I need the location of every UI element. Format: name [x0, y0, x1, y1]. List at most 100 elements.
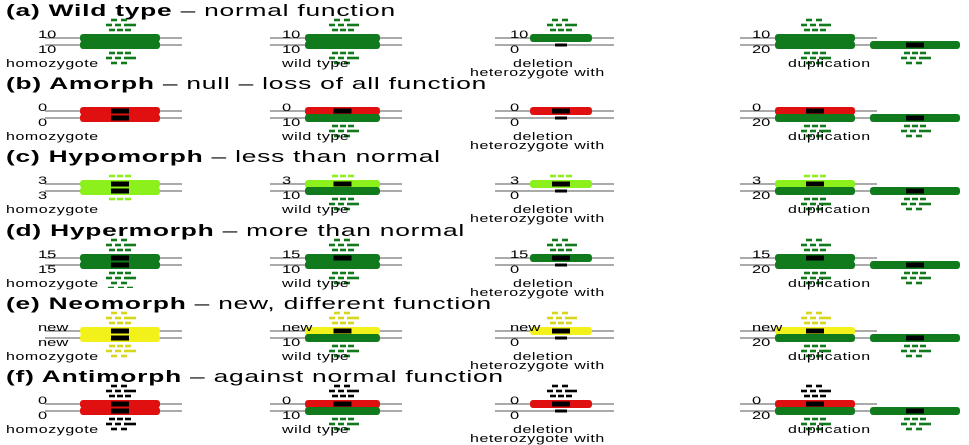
- activity-value-top: new: [752, 321, 783, 334]
- protein-product-mark: [820, 321, 826, 325]
- protein-product-mark: [816, 281, 822, 284]
- protein-product-mark: [111, 427, 117, 431]
- protein-product-mark: [906, 134, 912, 138]
- row-title: (d) Hypermorph – more than normal: [6, 221, 465, 241]
- activity-value-top: 10: [752, 29, 771, 41]
- homozygote-genotype: [45, 238, 182, 288]
- protein-product-mark: [801, 56, 807, 60]
- column-label: homozygote: [6, 131, 99, 144]
- gene-bar: [775, 407, 855, 415]
- activity-value-bottom: 20: [752, 117, 771, 130]
- gene-center-mark: [906, 335, 924, 341]
- protein-product-mark: [901, 203, 907, 206]
- protein-product-mark: [338, 23, 344, 27]
- protein-product-mark: [816, 311, 822, 315]
- activity-value-top: 3: [282, 175, 292, 188]
- protein-product-mark: [338, 203, 344, 206]
- protein-product-mark: [550, 394, 556, 398]
- protein-product-mark: [111, 354, 117, 358]
- wild-type-heterozygote: [270, 18, 402, 65]
- column-label: homozygote: [6, 424, 99, 436]
- protein-product-mark: [353, 129, 359, 133]
- protein-product-mark: [804, 175, 810, 178]
- protein-product-mark: [332, 51, 338, 55]
- protein-product-mark: [329, 349, 335, 353]
- protein-product-mark: [820, 248, 826, 251]
- protein-product-mark: [109, 344, 115, 348]
- protein-product-mark: [117, 198, 123, 201]
- protein-product-mark: [820, 394, 826, 398]
- allele-class-description: – more than normal: [214, 220, 466, 240]
- protein-product-mark: [912, 124, 918, 128]
- protein-product-mark: [115, 23, 121, 27]
- protein-product-mark: [812, 28, 818, 32]
- protein-product-mark: [329, 23, 335, 27]
- protein-product-mark: [816, 208, 822, 211]
- protein-product-mark: [552, 384, 558, 388]
- protein-product-mark: [338, 389, 344, 393]
- activity-value-bottom: 10: [282, 190, 301, 203]
- wild-type-heterozygote: [270, 311, 402, 358]
- protein-product-mark: [920, 198, 926, 201]
- row-graphic: [45, 311, 960, 358]
- protein-product-mark: [125, 271, 131, 274]
- column-label: duplication: [788, 58, 871, 70]
- protein-product-mark: [353, 243, 359, 246]
- protein-product-mark: [332, 417, 338, 421]
- protein-product-mark: [825, 56, 831, 60]
- allele-class-name: (e) Neomorph: [6, 293, 187, 313]
- protein-product-mark: [332, 344, 338, 348]
- protein-product-mark: [124, 243, 130, 246]
- protein-product-mark: [919, 129, 925, 133]
- protein-product-mark: [566, 28, 572, 32]
- column-label: wild type: [282, 424, 350, 436]
- protein-product-mark: [556, 389, 562, 393]
- protein-product-mark: [125, 321, 131, 325]
- homozygote-genotype: [45, 107, 182, 123]
- protein-product-mark: [340, 417, 346, 421]
- protein-product-mark: [804, 417, 810, 421]
- row-graphic: [45, 238, 960, 288]
- row-title: (a) Wild type – normal function: [6, 1, 396, 21]
- protein-product-mark: [816, 134, 822, 138]
- activity-value-bottom: 0: [510, 190, 520, 203]
- mutation-mark: [111, 188, 129, 194]
- protein-product-mark: [916, 427, 922, 431]
- deletion-heterozygote: [495, 18, 614, 47]
- protein-product-mark: [810, 349, 816, 353]
- protein-product-mark: [334, 384, 340, 388]
- activity-value-top: 0: [282, 102, 292, 115]
- protein-product-mark: [801, 349, 807, 353]
- gene-bar: [305, 333, 380, 342]
- protein-product-mark: [910, 203, 916, 206]
- protein-product-mark: [910, 56, 916, 60]
- protein-product-mark: [806, 134, 812, 138]
- protein-product-mark: [571, 243, 577, 246]
- protein-product-mark: [804, 198, 810, 201]
- activity-value-bottom: 0: [510, 44, 520, 56]
- protein-product-mark: [334, 311, 340, 315]
- protein-product-mark: [115, 56, 121, 60]
- protein-product-mark: [547, 389, 553, 393]
- protein-product-mark: [812, 124, 818, 128]
- deletion-heterozygote: [495, 384, 614, 413]
- activity-value-bottom: 10: [282, 117, 301, 130]
- mutation-mark: [111, 335, 129, 341]
- column-label: duplication: [788, 424, 871, 436]
- protein-product-mark: [117, 271, 123, 274]
- protein-product-mark: [121, 354, 127, 358]
- protein-product-mark: [566, 248, 572, 251]
- allele-class-description: – null – loss of all function: [154, 74, 488, 94]
- mutation-mark: [111, 108, 129, 114]
- protein-product-mark: [347, 56, 353, 60]
- mutation-mark: [333, 255, 352, 261]
- protein-product-mark: [124, 56, 130, 60]
- protein-product-mark: [819, 276, 825, 279]
- protein-product-mark: [812, 417, 818, 421]
- protein-product-mark: [347, 23, 353, 27]
- protein-product-mark: [125, 344, 131, 348]
- protein-product-mark: [916, 354, 922, 358]
- protein-product-mark: [806, 427, 812, 431]
- deletion-heterozygote: [495, 107, 614, 120]
- protein-product-mark: [353, 316, 359, 320]
